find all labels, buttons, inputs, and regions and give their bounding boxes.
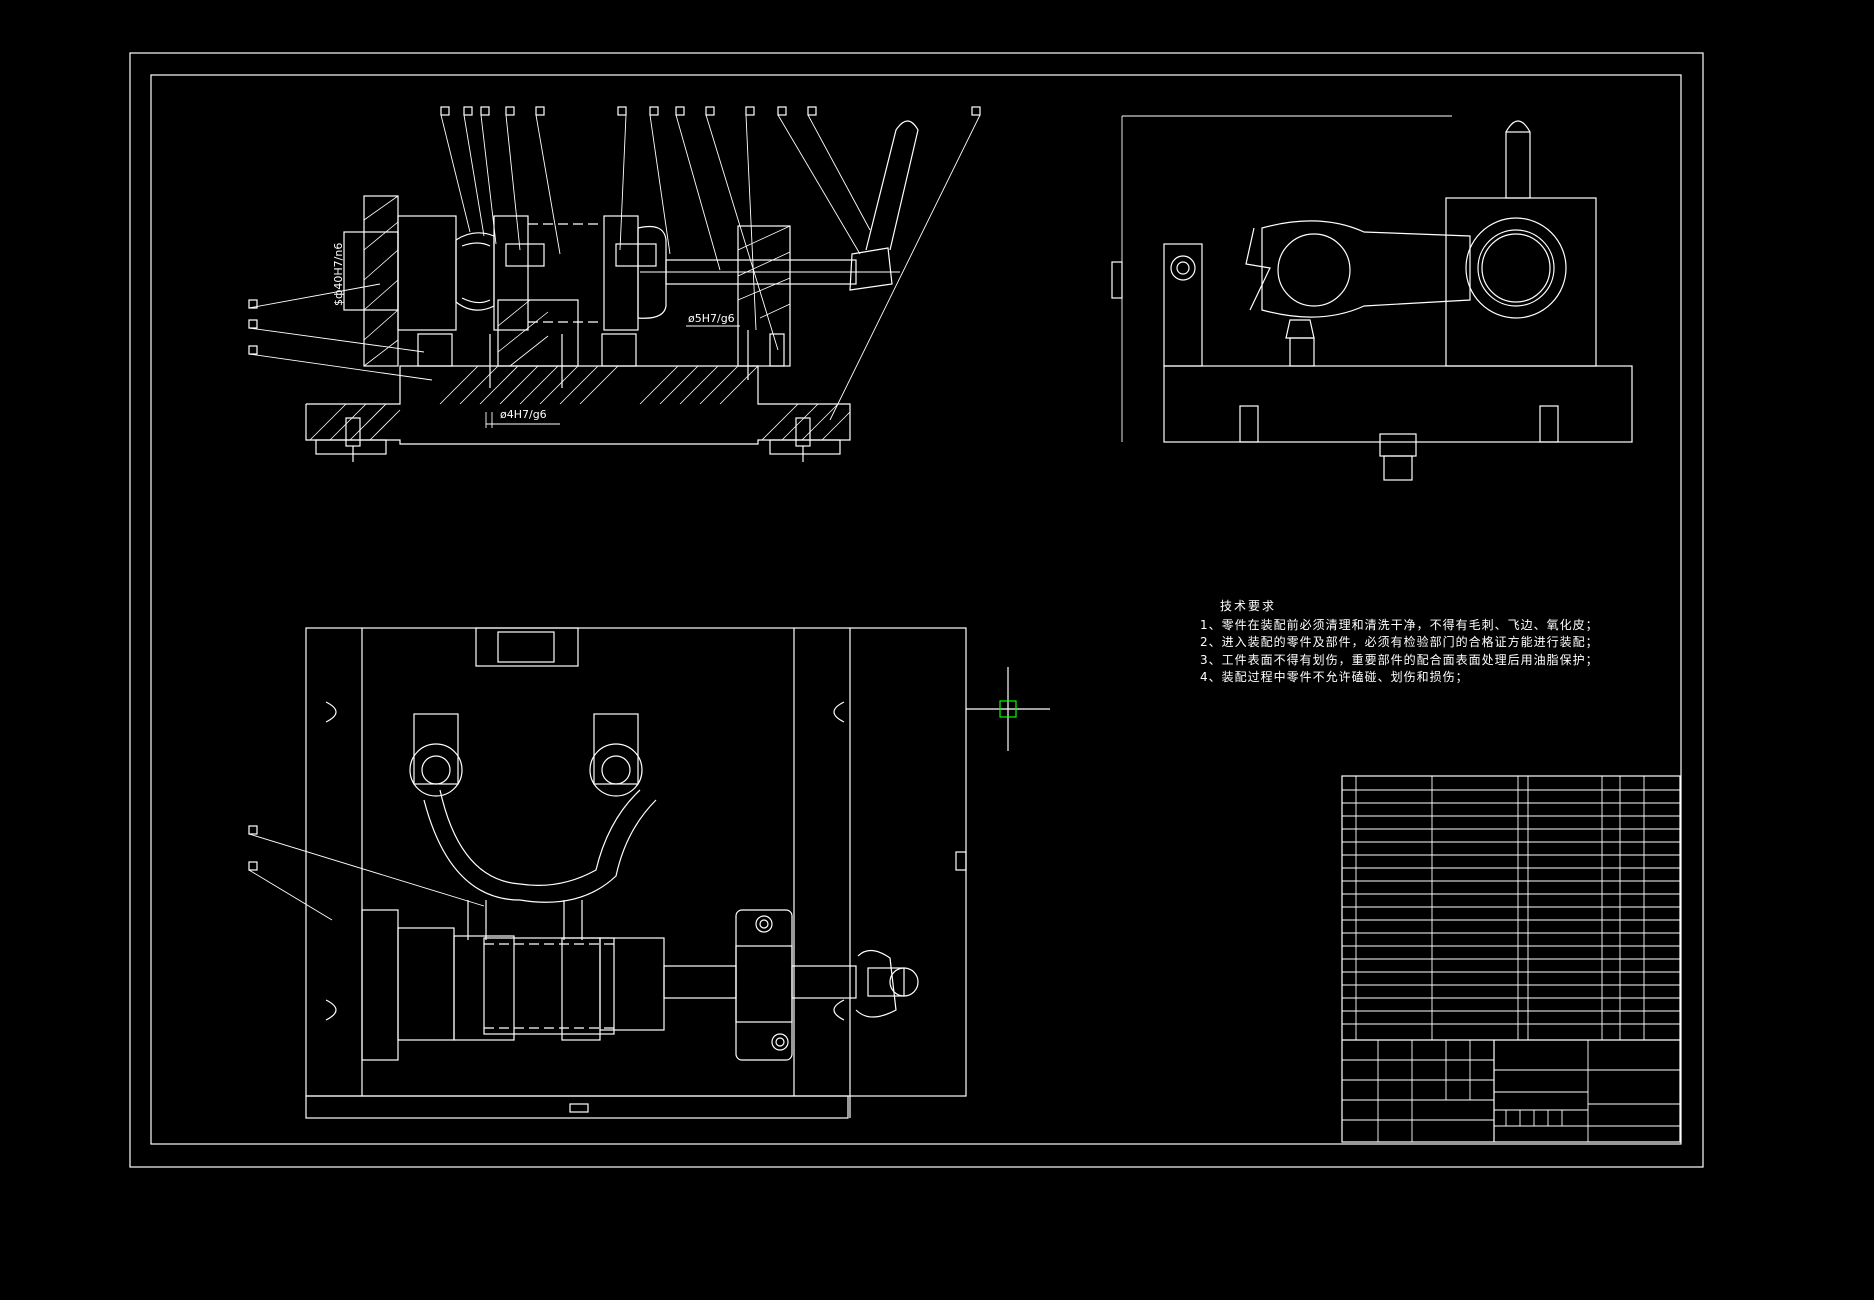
technical-requirement-item: 1、零件在装配前必须清理和清洗干净，不得有毛刺、飞边、氧化皮； [1200, 617, 1599, 632]
technical-requirements-title: 技术要求 [1220, 599, 1277, 613]
technical-requirement-item: 3、工件表面不得有划伤，重要部件的配合面表面处理后用油脂保护； [1200, 652, 1599, 667]
parts-list-table [1341, 775, 1681, 1143]
crosshair-cursor-icon [966, 667, 1050, 751]
front-section-view: $ф40H7/n6 ø5H7/g6 ø4H7/g6 [305, 120, 919, 462]
technical-requirements: 技术要求 1、零件在装配前必须清理和清洗干净，不得有毛刺、飞边、氧化皮； 2、进… [1200, 598, 1599, 687]
side-view [1111, 115, 1633, 481]
fit-dimension-d40: $ф40H7/n6 [332, 243, 345, 306]
technical-requirement-item: 4、装配过程中零件不允许磕碰、划伤和损伤； [1200, 670, 1469, 684]
fit-dimension-d4: ø4H7/g6 [500, 408, 547, 421]
fit-dimension-d5: ø5H7/g6 [688, 312, 735, 325]
part-balloons-top [248, 106, 981, 421]
base-hatch [309, 195, 851, 441]
sheet-frame [129, 52, 1704, 1168]
top-view [248, 627, 967, 1119]
technical-requirement-item: 2、进入装配的零件及部件，必须有检验部门的合格证方能进行装配； [1200, 635, 1599, 649]
